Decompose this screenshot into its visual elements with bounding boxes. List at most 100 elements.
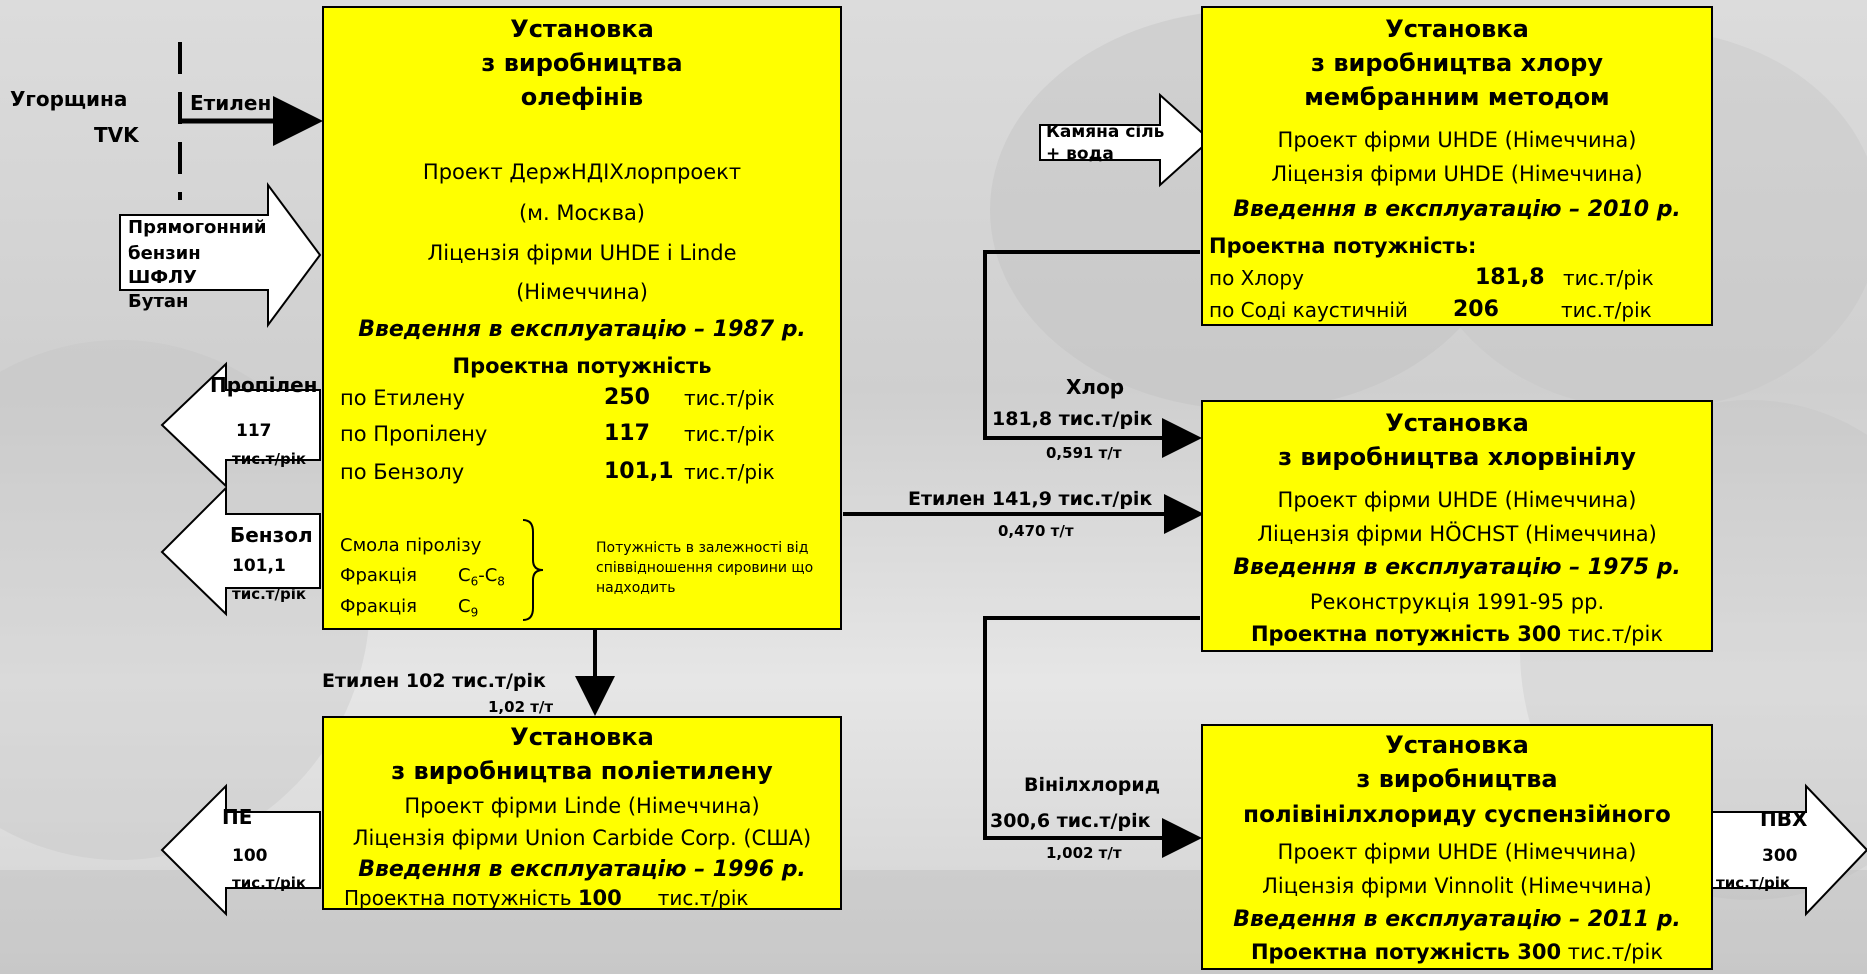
vinyl-capacity-unit: тис.т/рік xyxy=(1561,622,1664,646)
olefins-cap-name-1: по Пропілену xyxy=(340,422,488,446)
propylene-value: 117 xyxy=(236,421,272,441)
chlorine-unit-box: Установка з виробництва хлору мембранним… xyxy=(1201,6,1713,326)
fraction-sub-6: 6 xyxy=(470,574,479,589)
feed-line-2: ШФЛУ xyxy=(128,267,197,288)
propylene-arrow xyxy=(160,361,321,489)
vcm-ratio: 1,002 т/т xyxy=(1046,844,1122,862)
olefins-cap-name-2: по Бензолу xyxy=(340,460,465,484)
pe-capacity-pre: Проектна потужність xyxy=(344,886,578,910)
pe-line-1: Проект фірми Linde (Німеччина) xyxy=(404,794,760,818)
chlorine-title-3: мембранним методом xyxy=(1304,83,1610,111)
pvc-out-value: 300 xyxy=(1762,846,1798,866)
chlorine-cap-value-0: 181,8 xyxy=(1475,265,1545,290)
pvc-title-2: з виробництва xyxy=(1356,765,1558,793)
vinyl-chloride-unit-box: Установка з виробництва хлорвінілу Проек… xyxy=(1201,400,1713,652)
olefins-cap-unit-0: тис.т/рік xyxy=(684,386,775,410)
brace-icon xyxy=(522,519,544,621)
feed-arrow xyxy=(119,181,322,329)
vinyl-line-1: Проект фірми UHDE (Німеччина) xyxy=(1277,488,1637,512)
fraction-dash-c: -C xyxy=(478,565,498,586)
pe-arrow xyxy=(160,783,321,917)
chlorine-cap-name-0: по Хлору xyxy=(1209,266,1304,290)
salt-line-1: + вода xyxy=(1046,144,1114,164)
pvc-arrow xyxy=(1711,783,1867,917)
pe-capacity: Проектна потужність 100 тис.т/рік xyxy=(344,886,749,910)
pe-out-value: 100 xyxy=(232,846,268,866)
olefins-cap-value-0: 250 xyxy=(604,385,650,410)
ethylene-pe-main: Етилен 102 тис.т/рік xyxy=(322,670,546,692)
feed-line-3: Бутан xyxy=(128,291,189,312)
ethylene-pe-ratio: 1,02 т/т xyxy=(488,698,554,716)
propylene-unit: тис.т/рік xyxy=(232,450,307,468)
pvc-capacity-bold: Проектна потужність 300 xyxy=(1250,940,1562,964)
ethylene-vc-main: Етилен 141,9 тис.т/рік xyxy=(908,488,1153,510)
pvc-unit-box: Установка з виробництва полівінілхлориду… xyxy=(1201,724,1713,970)
chlorine-flow-main: 181,8 тис.т/рік xyxy=(992,408,1153,430)
vinyl-capacity-bold: Проектна потужність 300 xyxy=(1250,622,1562,646)
ethylene-vc-ratio: 0,470 т/т xyxy=(998,522,1074,540)
pe-commission: Введення в експлуатацію – 1996 р. xyxy=(358,857,806,882)
chlorine-cap-unit-0: тис.т/рік xyxy=(1563,266,1654,290)
chlorine-cap-name-1: по Соді каустичній xyxy=(1209,298,1408,322)
pe-out-name: ПЕ xyxy=(222,805,253,829)
benzene-unit: тис.т/рік xyxy=(232,585,307,603)
olefins-unit-box: Установка з виробництва олефінів Проект … xyxy=(322,6,842,630)
olefins-commission: Введення в експлуатацію – 1987 р. xyxy=(358,317,806,342)
benzene-name: Бензол xyxy=(230,523,313,547)
olefins-cap-unit-1: тис.т/рік xyxy=(684,422,775,446)
chlorine-flow-ratio: 0,591 т/т xyxy=(1046,444,1122,462)
olefins-byproduct-2: Фракція xyxy=(340,596,417,617)
olefins-capacity-title: Проектна потужність xyxy=(452,354,712,378)
olefins-line-4: (Німеччина) xyxy=(516,280,648,304)
feed-line-0: Прямогонний xyxy=(128,217,267,238)
pvc-line-2: Ліцензія фірми Vinnolit (Німеччина) xyxy=(1262,874,1652,898)
pvc-capacity: Проектна потужність 300 тис.т/рік xyxy=(1203,940,1711,964)
label-hungary: Угорщина xyxy=(10,87,128,111)
feed-line-1: бензин xyxy=(128,243,201,264)
chlorine-commission: Введення в експлуатацію – 2010 р. xyxy=(1233,197,1681,222)
pe-capacity-value: 100 xyxy=(577,886,622,910)
pe-title-1: Установка xyxy=(510,723,654,751)
salt-arrow xyxy=(1039,92,1212,188)
pvc-commission: Введення в експлуатацію – 2011 р. xyxy=(1233,907,1681,932)
olefins-line-1: Проект ДержНДІХлорпроект xyxy=(422,160,742,184)
vinyl-reconstruction: Реконструкція 1991-95 рр. xyxy=(1309,590,1605,614)
pe-capacity-unit: тис.т/рік xyxy=(657,886,749,910)
pvc-capacity-unit: тис.т/рік xyxy=(1561,940,1664,964)
benzene-value: 101,1 xyxy=(232,556,286,576)
olefins-cap-name-0: по Етилену xyxy=(340,386,465,410)
fraction-sub-9: 9 xyxy=(470,605,479,620)
olefins-cap-value-2: 101,1 xyxy=(604,459,674,484)
olefins-byproduct-0: Смола піролізу xyxy=(340,535,482,556)
vinyl-capacity: Проектна потужність 300 тис.т/рік xyxy=(1203,622,1711,646)
fraction-c-a: C xyxy=(458,565,471,586)
olefins-byproduct-1: Фракція xyxy=(340,565,417,586)
chlorine-line-2: Ліцензія фірми UHDE (Німеччина) xyxy=(1271,162,1643,186)
vinyl-title-1: Установка xyxy=(1385,409,1529,437)
olefins-cap-unit-2: тис.т/рік xyxy=(684,460,775,484)
olefins-brace-note: Потужність в залежності від співвідношен… xyxy=(596,540,814,596)
salt-line-0: Камяна сіль xyxy=(1046,122,1165,142)
vinyl-line-2: Ліцензія фірми HÖCHST (Німеччина) xyxy=(1257,522,1657,546)
vcm-main: 300,6 тис.т/рік xyxy=(990,810,1151,832)
label-tvk: TVK xyxy=(94,123,139,147)
label-ethylene-in: Етилен xyxy=(190,91,272,115)
chlorine-title-1: Установка xyxy=(1385,15,1529,43)
olefins-fraction-2-formula: C9 xyxy=(458,595,478,625)
olefins-fraction-1-formula: C6-C8 xyxy=(458,564,505,594)
chlorine-cap-value-1: 206 xyxy=(1453,297,1499,322)
olefins-line-2: (м. Москва) xyxy=(518,201,646,225)
chlorine-title-2: з виробництва хлору xyxy=(1311,49,1603,77)
pvc-line-1: Проект фірми UHDE (Німеччина) xyxy=(1277,840,1637,864)
pvc-title-3: полівінілхлориду суспензійного xyxy=(1243,802,1671,828)
chlorine-capacity-title: Проектна потужність: xyxy=(1209,234,1477,258)
olefins-line-3: Ліцензія фірми UHDE і Linde xyxy=(427,241,737,265)
fraction-c-b: C xyxy=(458,596,471,617)
pe-title-2: з виробництва поліетилену xyxy=(391,757,773,785)
chlorine-flow-name: Хлор xyxy=(1066,375,1125,399)
olefins-title-1: Установка xyxy=(510,15,654,43)
pvc-title-1: Установка xyxy=(1385,731,1529,759)
pe-out-unit: тис.т/рік xyxy=(232,874,307,892)
vinyl-title-2: з виробництва хлорвінілу xyxy=(1278,443,1636,471)
polyethylene-unit-box: Установка з виробництва поліетилену Прое… xyxy=(322,716,842,910)
